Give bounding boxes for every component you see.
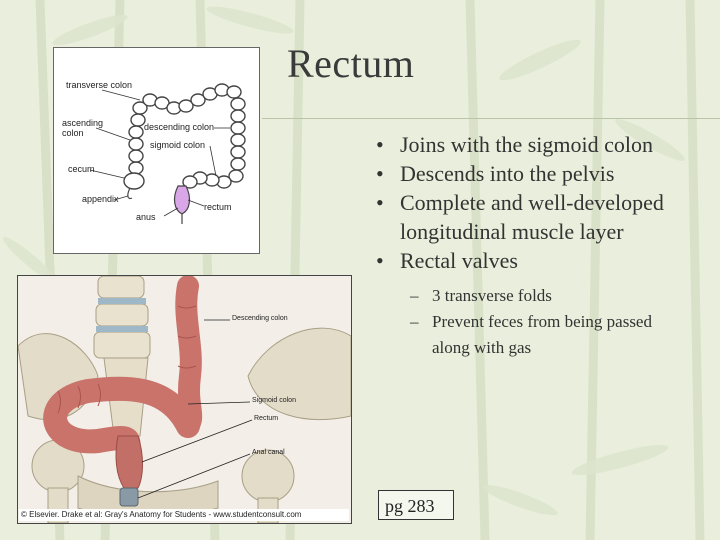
label-ascending-colon: ascending colon xyxy=(62,118,104,138)
label-appendix: appendix xyxy=(82,194,119,204)
label-sigmoid-colon: sigmoid colon xyxy=(150,140,206,150)
bullet-item: •Rectal valves xyxy=(376,248,518,273)
label-rectum-photo: Rectum xyxy=(254,415,279,422)
bullet-text: Joins with the sigmoid colon xyxy=(400,132,653,157)
label-sigmoid-colon-photo: Sigmoid colon xyxy=(252,397,296,404)
label-transverse-colon: transverse colon xyxy=(66,80,133,90)
label-anus: anus xyxy=(136,212,156,222)
bullet-item: •Complete and well-developed longitudina… xyxy=(376,190,664,244)
bullet-item: •Joins with the sigmoid colon xyxy=(376,132,653,157)
bullet-text: Descends into the pelvis xyxy=(400,161,615,186)
slide-title: Rectum xyxy=(287,41,415,86)
large-intestine-diagram: transverse colon ascending colon descend… xyxy=(53,47,260,254)
sub-bullet-item: –Prevent feces from being passed along w… xyxy=(410,312,652,357)
sub-bullet-text: 3 transverse folds xyxy=(432,286,552,305)
bullet-text: Complete and well-developed longitudinal… xyxy=(400,190,664,244)
pelvic-anatomy-image: Descending colon Sigmoid colon Rectum An… xyxy=(17,275,352,524)
label-anal-canal-photo: Anal canal xyxy=(252,449,285,456)
label-descending-colon-photo: Descending colon xyxy=(232,315,288,322)
bullet-item: •Descends into the pelvis xyxy=(376,161,615,186)
sub-bullet-item: –3 transverse folds xyxy=(410,286,552,305)
page-reference: pg 283 xyxy=(378,490,454,520)
label-descending-colon: descending colon xyxy=(144,122,215,132)
title-divider xyxy=(262,118,720,119)
sub-bullet-text: Prevent feces from being passed along wi… xyxy=(432,312,652,357)
label-cecum: cecum xyxy=(68,164,95,174)
label-rectum: rectum xyxy=(204,202,232,212)
bullet-text: Rectal valves xyxy=(400,248,518,273)
intestine-drawing xyxy=(89,83,246,224)
bullet-list: •Joins with the sigmoid colon •Descends … xyxy=(352,130,682,361)
image-credit: © Elsevier. Drake et al: Gray's Anatomy … xyxy=(19,509,349,521)
pelvis-drawing xyxy=(17,275,352,524)
